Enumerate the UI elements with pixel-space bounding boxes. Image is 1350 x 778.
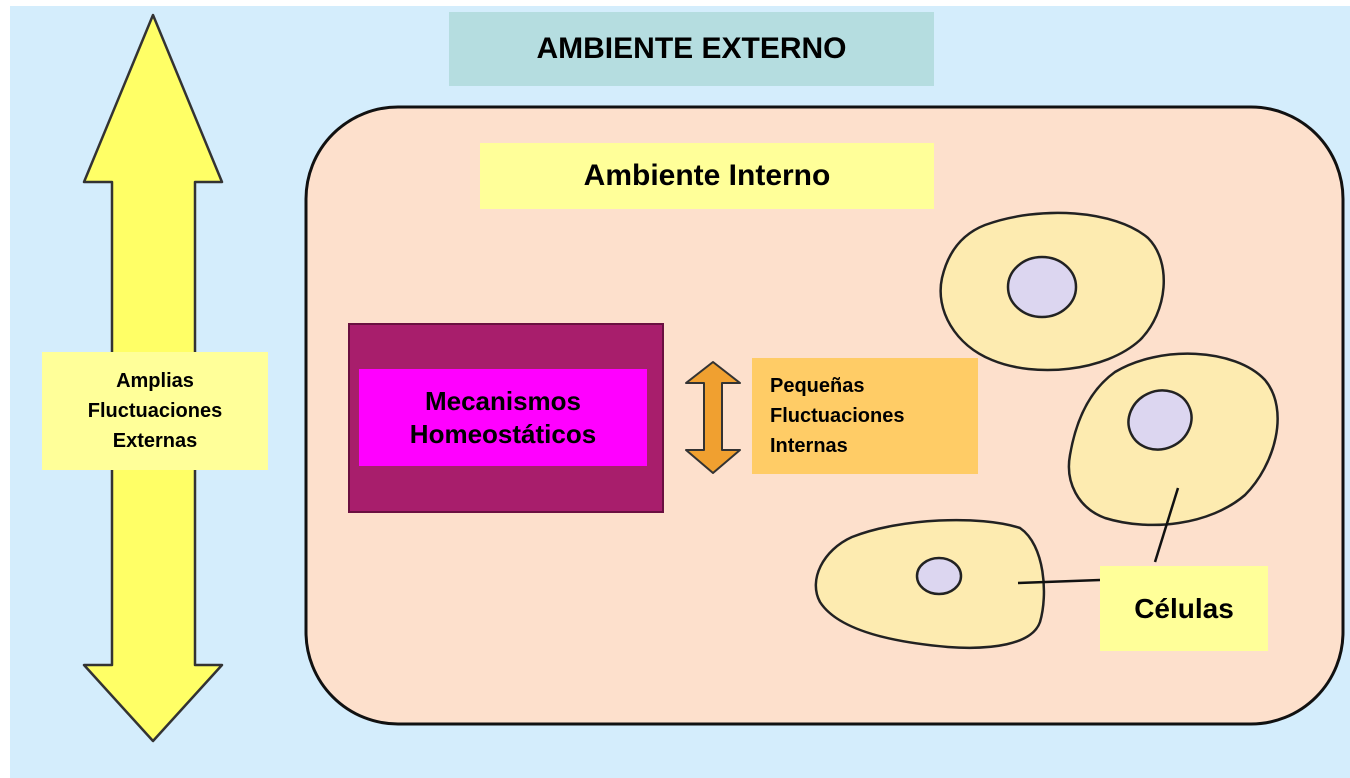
external-environment-title: AMBIENTE EXTERNO [449, 12, 934, 86]
cell-pointer-line [1153, 487, 1180, 563]
internal-fluctuations-line3: Internas [770, 435, 848, 457]
external-fluctuations-line2: Fluctuaciones [87, 400, 223, 422]
nucleus-icon [915, 556, 963, 596]
external-fluctuations-label: Amplias Fluctuaciones Externas [42, 352, 268, 470]
internal-fluctuations-label: Pequeñas Fluctuaciones Internas [752, 358, 978, 474]
homeostatic-mechanisms-line1: Mecanismos [424, 386, 582, 416]
cells-label: Células [1100, 566, 1268, 651]
nucleus-icon [1006, 255, 1078, 319]
external-fluctuations-line1: Amplias [116, 370, 194, 392]
homeostatic-mechanisms-label: Mecanismos Homeostáticos [359, 369, 647, 466]
internal-fluctuations-line2: Fluctuaciones [770, 405, 905, 427]
internal-fluctuations-line1: Pequeñas [770, 375, 865, 397]
homeostatic-mechanisms-line2: Homeostáticos [409, 418, 597, 449]
cell-pointer-line [1017, 578, 1101, 585]
double-arrow-small-icon [685, 361, 741, 474]
nucleus-icon [1127, 389, 1193, 451]
internal-environment-title: Ambiente Interno [480, 143, 934, 209]
external-fluctuations-line3: Externas [112, 430, 198, 452]
